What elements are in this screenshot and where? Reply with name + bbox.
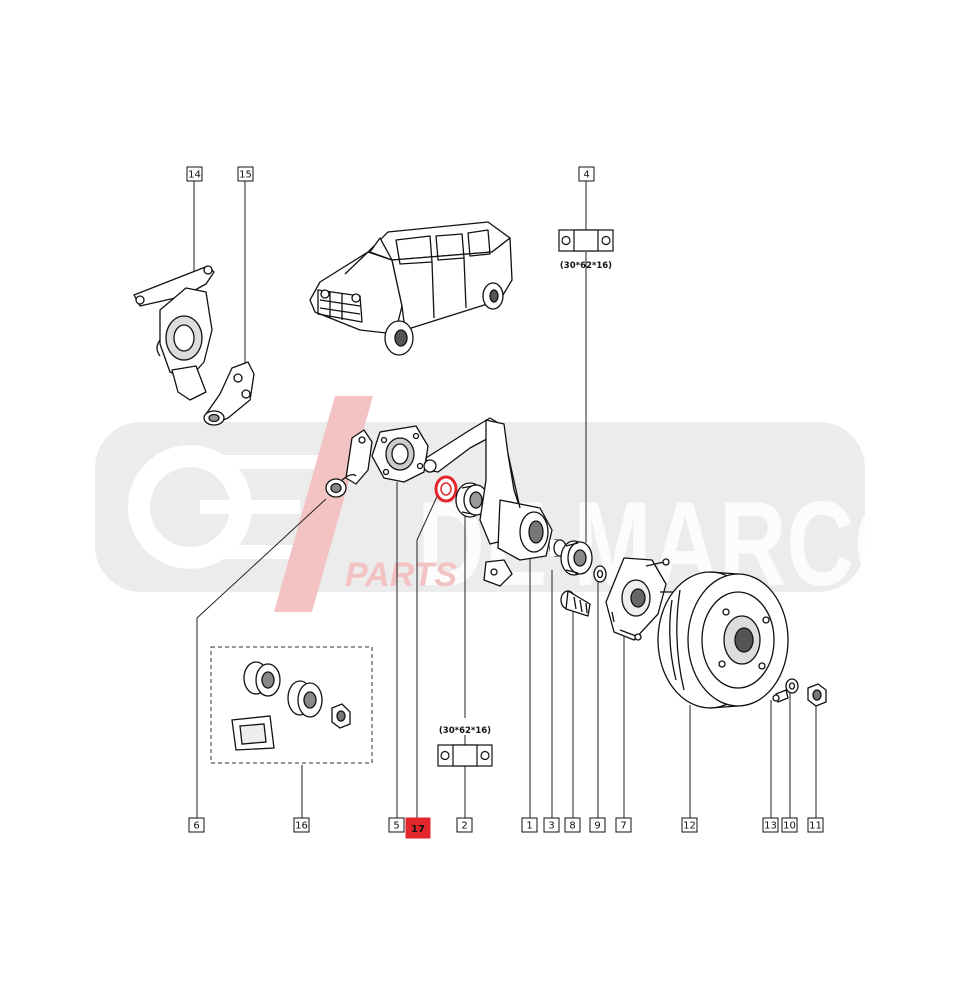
callout-text: 2 — [461, 821, 467, 832]
callout-text: 13 — [764, 821, 777, 832]
callout-1: 1 — [521, 817, 538, 833]
part-5-gasket-plate — [371, 425, 429, 483]
callout-box — [564, 817, 581, 833]
callout-box — [186, 166, 203, 182]
callout-9: 9 — [589, 817, 606, 833]
callout-box — [615, 817, 632, 833]
callout-17: 17 — [405, 817, 431, 839]
part-7-wheel-hub — [605, 557, 686, 641]
part-17-oil-seal — [434, 475, 458, 503]
callout-5: 5 — [388, 817, 405, 833]
callout-3: 3 — [543, 817, 560, 833]
callout-text: 1 — [526, 821, 532, 832]
part-1-stub-axle-arm — [423, 417, 553, 587]
part-12-brake-drum — [657, 571, 789, 709]
callout-text: 15 — [239, 170, 252, 181]
part-9-washer — [593, 565, 607, 583]
part-2-inner-bearing — [455, 482, 489, 518]
part-4-outer-bearing — [560, 540, 593, 576]
callout-12: 12 — [681, 817, 698, 833]
part-15-bracket — [203, 361, 255, 426]
callout-text: 14 — [188, 170, 201, 181]
part-10-washer — [785, 678, 799, 694]
callout-text: 4 — [583, 170, 589, 181]
part-6-spring-clip — [325, 429, 373, 498]
watermark-sub-text: PARTS — [345, 556, 457, 594]
part-8-bolt — [560, 590, 591, 617]
callout-text: 9 — [594, 821, 600, 832]
callout-box — [543, 817, 560, 833]
callout-6: 6 — [188, 817, 205, 833]
callout-text: 6 — [193, 821, 199, 832]
callout-box — [781, 817, 798, 833]
callout-text: 11 — [809, 821, 822, 832]
callout-text: 5 — [393, 821, 399, 832]
callout-16: 16 — [293, 817, 310, 833]
callout-box — [188, 817, 205, 833]
callout-text: 12 — [683, 821, 696, 832]
callout-11: 11 — [807, 817, 824, 833]
callout-box — [681, 817, 698, 833]
callout-box — [237, 166, 254, 182]
callout-box — [293, 817, 310, 833]
callout-box — [388, 817, 405, 833]
callout-14: 14 — [186, 166, 203, 182]
callout-4: 4 — [578, 166, 595, 182]
part-16-bearing-kit — [210, 646, 373, 764]
callout-13: 13 — [762, 817, 779, 833]
part-14-stub-axle-carrier — [133, 265, 215, 401]
callout-text: 10 — [783, 821, 796, 832]
renault-4-car-illustration — [309, 221, 513, 356]
callout-10: 10 — [781, 817, 798, 833]
callout-box — [807, 817, 824, 833]
callout-box — [578, 166, 595, 182]
bearing-spec-top-label: (30*62*16) — [560, 261, 612, 271]
callout-box — [762, 817, 779, 833]
callout-box — [521, 817, 538, 833]
callout-text: 7 — [620, 821, 626, 832]
callout-box — [589, 817, 606, 833]
bearing-spec-bottom-label: (30*62*16) — [439, 726, 491, 736]
part-11-nut — [807, 683, 827, 707]
part-13-screw — [772, 689, 789, 703]
callout-7: 7 — [615, 817, 632, 833]
callout-text: 17 — [411, 824, 425, 835]
bearing-spec-bottom: (30*62*16) — [437, 726, 493, 767]
leader-lines — [193, 180, 817, 818]
callout-text: 8 — [569, 821, 575, 832]
callout-text: 3 — [548, 821, 554, 832]
callout-8: 8 — [564, 817, 581, 833]
bearing-spec-top: (30*62*16) — [558, 229, 614, 271]
callout-2: 2 — [456, 817, 473, 833]
callout-box — [456, 817, 473, 833]
callout-15: 15 — [237, 166, 254, 182]
callout-text: 16 — [295, 821, 308, 832]
callout-box — [405, 817, 431, 839]
